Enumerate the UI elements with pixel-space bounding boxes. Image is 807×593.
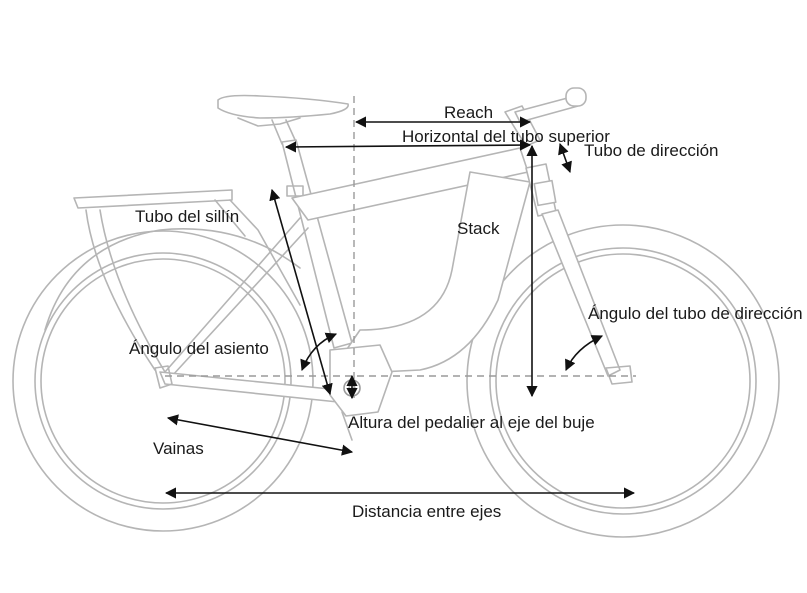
- motor-unit: [329, 344, 393, 417]
- top-tube-arrow: [284, 139, 532, 153]
- stack-label: Stack: [457, 219, 500, 238]
- labels: Reach Horizontal del tubo superior Tubo …: [129, 103, 803, 521]
- rear-fender: [44, 228, 301, 331]
- head-angle-label: Ángulo del tubo de dirección: [588, 304, 803, 323]
- handlebar: [504, 87, 587, 147]
- wheelbase-label: Distancia entre ejes: [352, 502, 501, 521]
- chainstays-label: Vainas: [153, 439, 204, 458]
- head-tube-arrow: [558, 142, 572, 174]
- dimension-lines: [164, 116, 636, 499]
- headset: [533, 179, 557, 207]
- saddle: [217, 94, 349, 145]
- seat-angle-label: Ángulo del asiento: [129, 339, 269, 358]
- rear-dropout: [154, 365, 173, 389]
- reach-label: Reach: [444, 103, 493, 122]
- seat-angle-arc: [300, 332, 338, 372]
- top-tube-label: Horizontal del tubo superior: [402, 127, 610, 146]
- front-dropout: [605, 365, 633, 385]
- seat-tube-label: Tubo del sillín: [135, 207, 239, 226]
- fork-shape: [541, 209, 621, 377]
- bike-outline: [12, 87, 780, 538]
- chainstay-arrow: [166, 414, 354, 456]
- front-wheel: [466, 224, 780, 538]
- head-angle-arc: [565, 335, 604, 372]
- bb-drop-label: Altura del pedalier al eje del buje: [348, 413, 595, 432]
- head-tube-label: Tubo de dirección: [584, 141, 719, 160]
